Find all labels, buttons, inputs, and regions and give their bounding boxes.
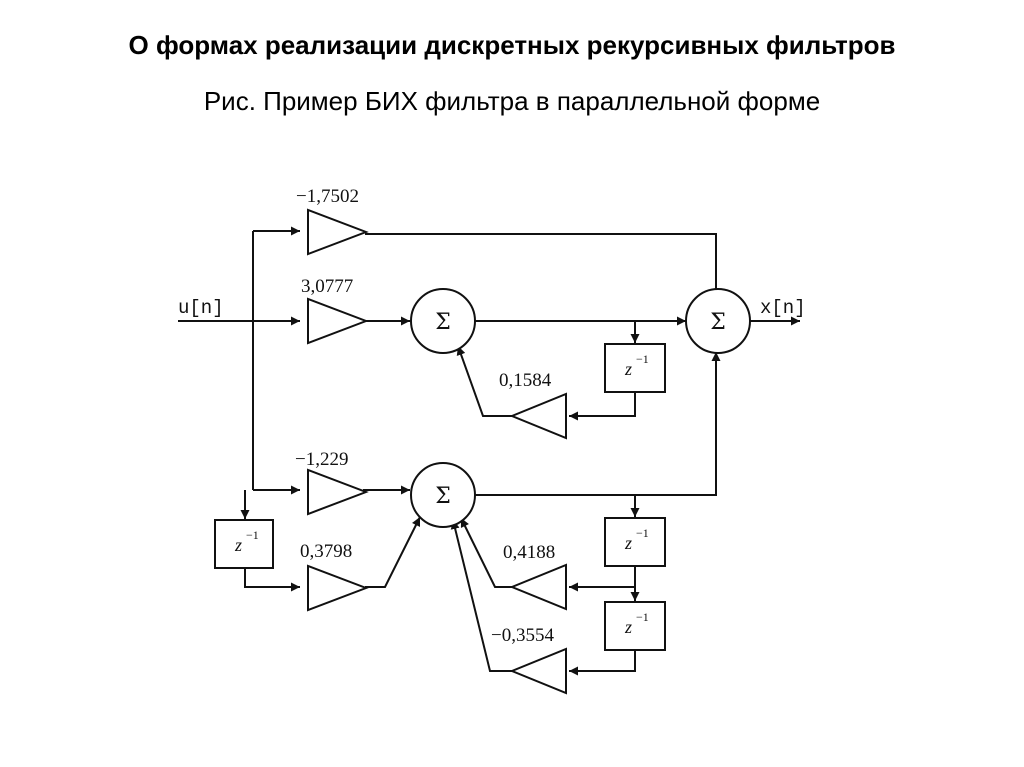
gain-label-branch2-fb2: −0,3554	[491, 625, 554, 646]
delayed-gain-to-sum	[365, 516, 421, 588]
svg-text:z: z	[624, 533, 632, 553]
sum-branch1	[410, 288, 476, 354]
svg-text:−1: −1	[636, 610, 649, 624]
fb2-to-sum	[450, 519, 512, 672]
gain-label-direct: −1,7502	[296, 186, 359, 207]
input-label: u[n]	[178, 297, 224, 319]
svg-text:z: z	[234, 535, 242, 555]
gain-label-branch2-in: −1,229	[295, 449, 348, 470]
gain-label-branch2-delayed: 0,3798	[300, 541, 352, 562]
gain-label-branch1-fb: 0,1584	[499, 370, 552, 391]
sum-output	[685, 288, 751, 354]
sum-symbol-branch1: Σ	[435, 310, 451, 335]
delay-label-branch2-b: z −1	[624, 610, 649, 637]
gain-branch2-in	[307, 468, 369, 516]
sum-symbol-branch2: Σ	[435, 484, 451, 509]
svg-text:z: z	[624, 617, 632, 637]
sum-symbol-output: Σ	[710, 310, 726, 335]
svg-text:z: z	[624, 359, 632, 379]
branch1-delay-out	[569, 392, 636, 421]
delay-input	[214, 519, 274, 569]
delay-label-input: z −1	[234, 528, 259, 555]
delay1-to-gain	[569, 566, 636, 592]
delay-label-branch2-a: z −1	[624, 526, 649, 553]
gain-label-branch1-in: 3,0777	[301, 276, 353, 297]
delay-branch1	[604, 343, 666, 393]
delay-label-branch1: z −1	[624, 352, 649, 379]
input-delay-out	[244, 568, 300, 592]
gain-branch2-fb1	[509, 563, 567, 611]
branch2-sum-to-out	[475, 352, 721, 496]
svg-text:−1: −1	[636, 526, 649, 540]
output-label: x[n]	[760, 297, 806, 319]
gain-branch1-fb	[509, 392, 567, 440]
figure-caption: Рис. Пример БИХ фильтра в параллельной ф…	[203, 86, 821, 116]
fb1-to-sum	[460, 517, 512, 588]
direct-wire	[365, 233, 721, 298]
gain-branch2-fb2	[509, 647, 567, 695]
svg-text:−1: −1	[246, 528, 259, 542]
svg-text:−1: −1	[636, 352, 649, 366]
delay-branch2-b	[604, 601, 666, 651]
gain-label-branch2-fb1: 0,4188	[503, 542, 555, 563]
branch1-fb-to-sum	[456, 345, 512, 417]
gain-direct	[307, 208, 369, 256]
gain-branch1-in	[307, 297, 369, 345]
page-title: О формах реализации дискретных рекурсивн…	[128, 30, 896, 60]
delay2-to-gain	[569, 651, 636, 676]
sum-branch2	[410, 462, 476, 528]
delay-branch2-a	[604, 517, 666, 567]
gain-branch2-delayed	[307, 564, 369, 612]
